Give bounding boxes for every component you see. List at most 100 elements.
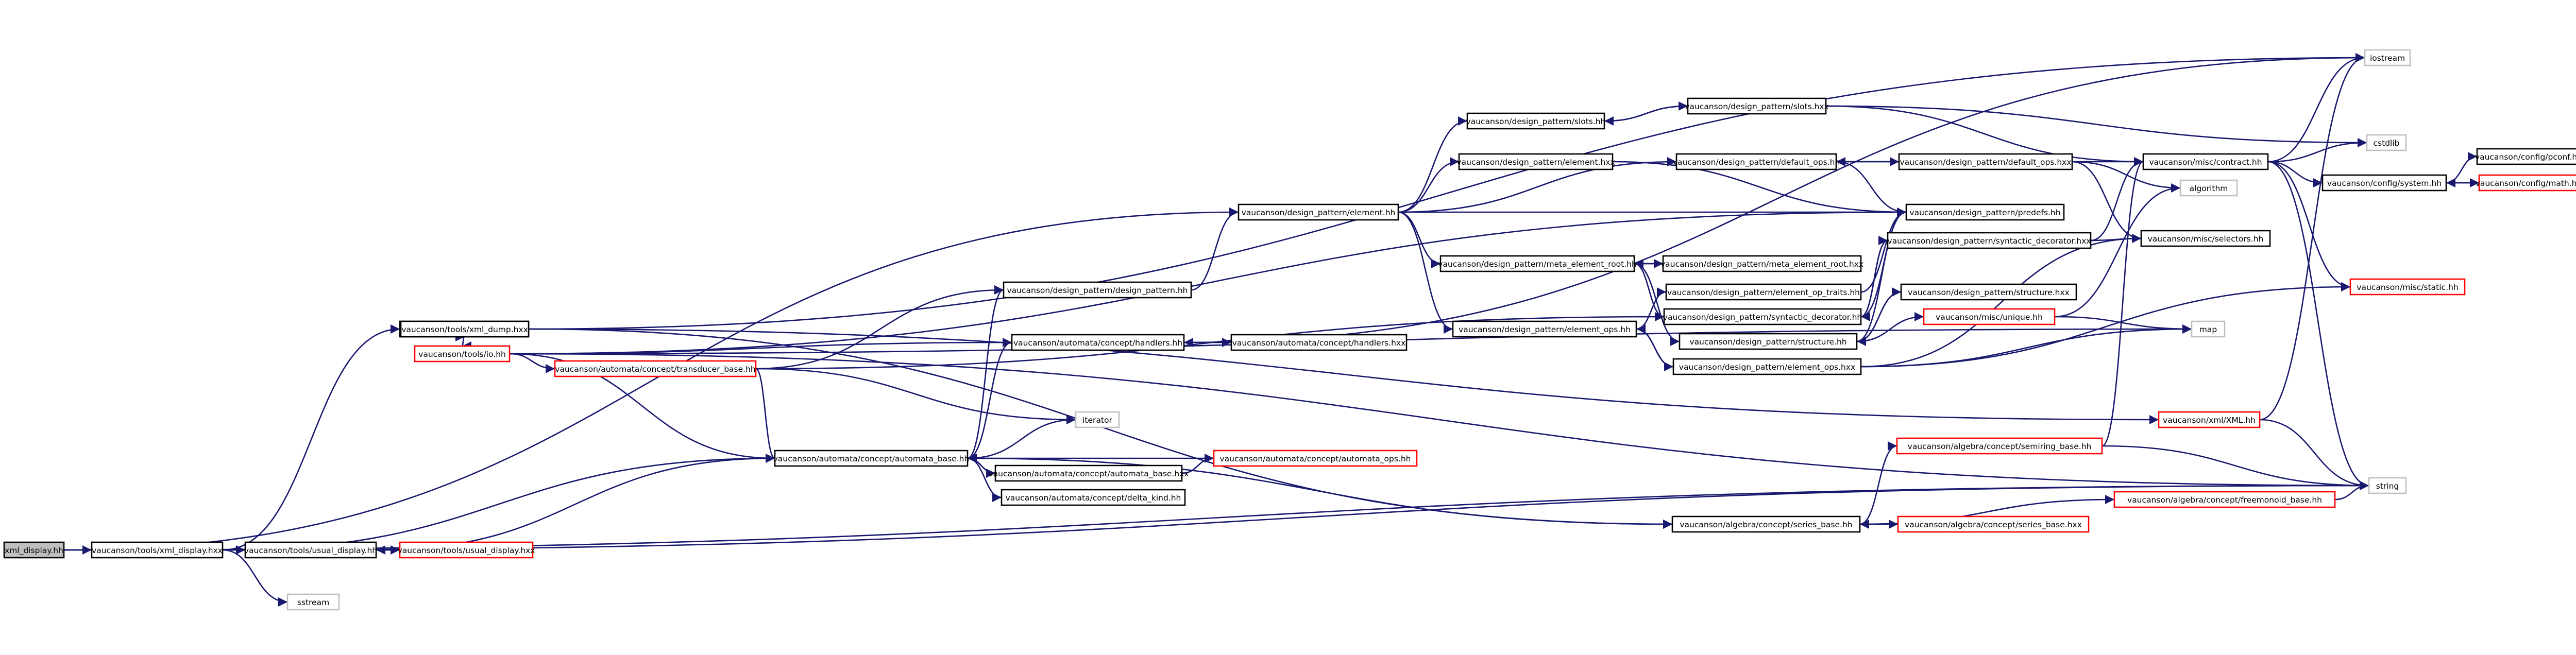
node-tools-io-hh[interactable]: vaucanson/tools/io.hh	[414, 345, 511, 363]
node-dp-element-op-traits-hh[interactable]: vaucanson/design_pattern/element_op_trai…	[1665, 283, 1862, 301]
node-handlers-hxx[interactable]: vaucanson/automata/concept/handlers.hxx	[1230, 334, 1408, 351]
node-box[interactable]	[994, 464, 1183, 482]
node-box[interactable]	[2142, 153, 2269, 170]
node-sstream[interactable]: sstream	[286, 593, 340, 611]
node-config-math-hh[interactable]: vaucanson/config/math.hh	[2476, 174, 2576, 192]
node-box[interactable]	[414, 345, 511, 363]
node-dp-syntactic-decorator-hxx[interactable]: vaucanson/design_pattern/syntactic_decor…	[1887, 232, 2092, 249]
node-xml-display-hh[interactable]: xml_display.hh	[3, 541, 65, 559]
node-box[interactable]	[554, 360, 757, 377]
node-box[interactable]	[2179, 179, 2238, 197]
node-dp-syntactic-decorator-hh[interactable]: vaucanson/design_pattern/syntactic_decor…	[1663, 308, 1862, 325]
node-string[interactable]: string	[2368, 477, 2407, 494]
node-box[interactable]	[1466, 112, 1605, 130]
node-dp-slots-hh[interactable]: vaucanson/design_pattern/slots.hh	[1466, 112, 1606, 130]
node-box[interactable]	[1075, 411, 1120, 428]
node-freemonoid-base-hh[interactable]: vaucanson/algebra/concept/freemonoid_bas…	[2113, 491, 2336, 508]
node-automata-base-hxx[interactable]: vaucanson/automata/concept/automata_base…	[988, 464, 1189, 482]
node-automata-base-hh[interactable]: vaucanson/automata/concept/automata_base…	[773, 450, 970, 467]
node-dp-design-pattern-hh[interactable]: vaucanson/design_pattern/design_pattern.…	[1003, 281, 1192, 299]
node-box[interactable]	[2476, 148, 2576, 165]
node-algorithm[interactable]: algorithm	[2179, 179, 2238, 197]
node-box[interactable]	[1897, 515, 2090, 533]
node-tools-xml-dump-hxx[interactable]: vaucanson/tools/xml_dump.hxx	[400, 320, 530, 338]
node-misc-selectors-hh[interactable]: vaucanson/misc/selectors.hh	[2140, 230, 2271, 247]
node-tools-usual-display-hxx[interactable]: vaucanson/tools/usual_display.hxx	[398, 541, 535, 559]
node-box[interactable]	[1662, 255, 1862, 272]
node-box[interactable]	[399, 541, 534, 559]
node-box[interactable]	[2158, 411, 2261, 428]
node-automata-ops-hh[interactable]: vaucanson/automata/concept/automata_ops.…	[1213, 450, 1418, 467]
node-box[interactable]	[1675, 153, 1837, 170]
node-box[interactable]	[1003, 281, 1192, 299]
node-box[interactable]	[2349, 278, 2466, 296]
node-dp-element-hxx[interactable]: vaucanson/design_pattern/element.hxx	[1456, 153, 1615, 170]
node-box[interactable]	[1896, 437, 2103, 455]
node-dp-default-ops-hxx[interactable]: vaucanson/design_pattern/default_ops.hxx	[1898, 153, 2073, 170]
node-box[interactable]	[1672, 358, 1862, 375]
node-box[interactable]	[2364, 49, 2411, 66]
node-box[interactable]	[1898, 153, 2073, 170]
node-label: map	[2199, 325, 2217, 334]
node-box[interactable]	[400, 320, 530, 338]
node-box[interactable]	[1905, 203, 2065, 221]
node-box[interactable]	[2366, 134, 2407, 151]
node-dp-structure-hh[interactable]: vaucanson/design_pattern/structure.hh	[1679, 333, 1858, 350]
node-box[interactable]	[1001, 489, 1186, 506]
node-box[interactable]	[1213, 450, 1418, 467]
node-dp-structure-hxx[interactable]: vaucanson/design_pattern/structure.hxx	[1900, 283, 2077, 301]
node-cstdlib[interactable]: cstdlib	[2366, 134, 2407, 151]
node-box[interactable]	[2140, 230, 2271, 247]
node-box[interactable]	[1230, 334, 1408, 351]
node-dp-predefs-hh[interactable]: vaucanson/design_pattern/predefs.hh	[1905, 203, 2065, 221]
node-box[interactable]	[2321, 174, 2447, 192]
node-dp-element-ops-hh[interactable]: vaucanson/design_pattern/element_ops.hh	[1452, 320, 1637, 338]
node-transducer-base-hh[interactable]: vaucanson/automata/concept/transducer_ba…	[554, 360, 757, 377]
node-box[interactable]	[2191, 320, 2226, 338]
node-dp-meta-element-root-hh[interactable]: vaucanson/design_pattern/meta_element_ro…	[1438, 255, 1637, 272]
node-box[interactable]	[1679, 333, 1858, 350]
node-box[interactable]	[774, 450, 969, 467]
node-dp-element-ops-hxx[interactable]: vaucanson/design_pattern/element_ops.hxx	[1672, 358, 1862, 375]
node-config-pconf-hh[interactable]: vaucanson/config/pconf.hh	[2475, 148, 2576, 165]
node-box[interactable]	[1663, 308, 1862, 325]
node-map[interactable]: map	[2191, 320, 2226, 338]
node-box[interactable]	[2368, 477, 2407, 494]
node-box[interactable]	[1923, 308, 2056, 325]
node-box[interactable]	[1687, 97, 1827, 115]
node-box[interactable]	[286, 593, 340, 611]
node-dp-slots-hxx[interactable]: vaucanson/design_pattern/slots.hxx	[1685, 97, 1829, 115]
node-box[interactable]	[2478, 174, 2576, 192]
node-delta-kind-hh[interactable]: vaucanson/automata/concept/delta_kind.hh	[1001, 489, 1186, 506]
node-box[interactable]	[1011, 334, 1185, 351]
node-series-base-hxx[interactable]: vaucanson/algebra/concept/series_base.hx…	[1897, 515, 2090, 533]
node-iterator[interactable]: iterator	[1075, 411, 1120, 428]
edge-dp-default-ops-hxx-to-algorithm	[2072, 161, 2181, 193]
node-xml-xml-hh[interactable]: vaucanson/xml/XML.hh	[2158, 411, 2261, 428]
node-box[interactable]	[3, 541, 65, 559]
node-box[interactable]	[1671, 515, 1861, 533]
node-box[interactable]	[244, 541, 377, 559]
node-box[interactable]	[1238, 203, 1399, 221]
node-semiring-base-hh[interactable]: vaucanson/algebra/concept/semiring_base.…	[1896, 437, 2103, 455]
node-dp-meta-element-root-hxx[interactable]: vaucanson/design_pattern/meta_element_ro…	[1660, 255, 1863, 272]
node-tools-xml-display-hxx[interactable]: vaucanson/tools/xml_display.hxx	[91, 541, 224, 559]
node-dp-element-hh[interactable]: vaucanson/design_pattern/element.hh	[1238, 203, 1399, 221]
node-box[interactable]	[1887, 232, 2092, 249]
node-handlers-hh[interactable]: vaucanson/automata/concept/handlers.hh	[1011, 334, 1185, 351]
node-tools-usual-display-hh[interactable]: vaucanson/tools/usual_display.hh	[244, 541, 377, 559]
node-box[interactable]	[1900, 283, 2077, 301]
node-box[interactable]	[2113, 491, 2336, 508]
node-iostream[interactable]: iostream	[2364, 49, 2411, 66]
node-box[interactable]	[1439, 255, 1635, 272]
node-misc-contract-hh[interactable]: vaucanson/misc/contract.hh	[2142, 153, 2269, 170]
node-box[interactable]	[1458, 153, 1614, 170]
node-misc-unique-hh[interactable]: vaucanson/misc/unique.hh	[1923, 308, 2056, 325]
node-dp-default-ops-hh[interactable]: vaucanson/design_pattern/default_ops.hh	[1673, 153, 1840, 170]
node-misc-static-hh[interactable]: vaucanson/misc/static.hh	[2349, 278, 2466, 296]
node-box[interactable]	[91, 541, 224, 559]
node-box[interactable]	[1665, 283, 1862, 301]
node-series-base-hh[interactable]: vaucanson/algebra/concept/series_base.hh	[1671, 515, 1861, 533]
node-config-system-hh[interactable]: vaucanson/config/system.hh	[2321, 174, 2447, 192]
node-box[interactable]	[1452, 320, 1637, 338]
